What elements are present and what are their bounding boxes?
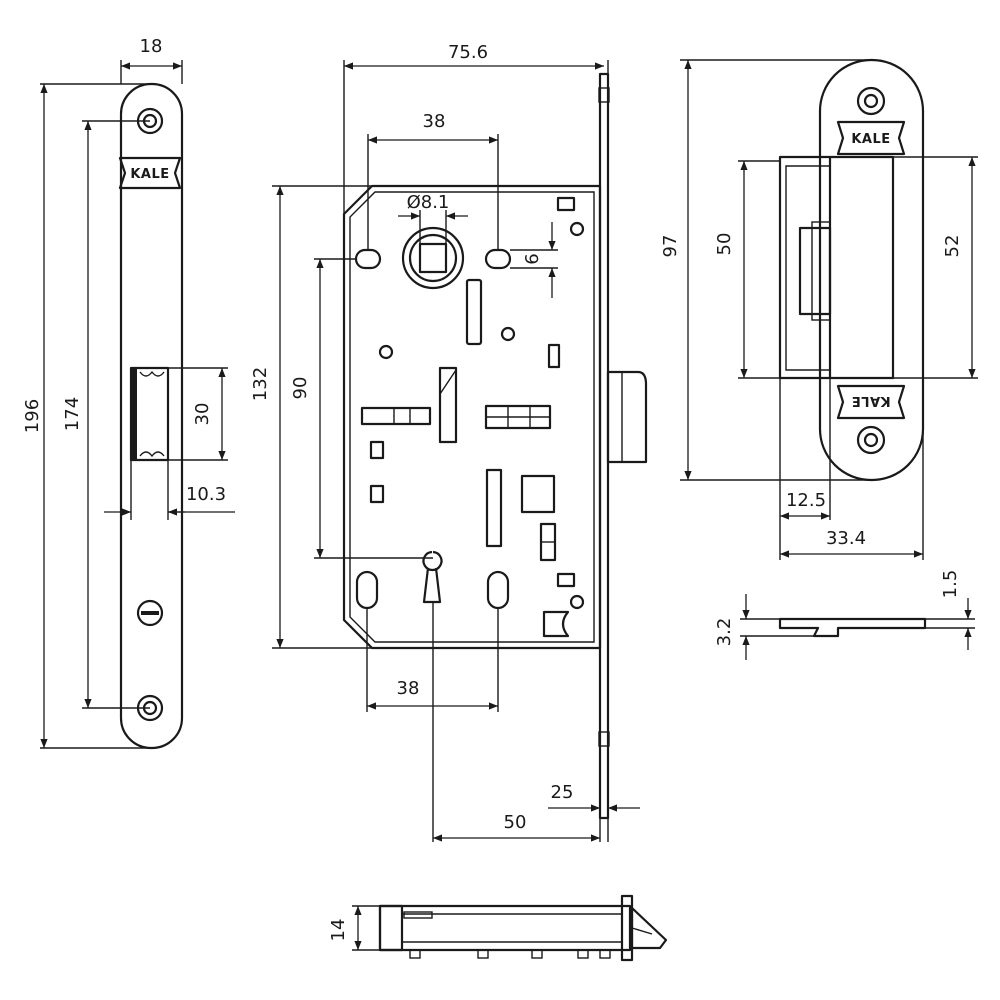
strike-screw-countersink-top: [863, 93, 879, 109]
mounting-hole-bottom-left: [355, 570, 379, 610]
case-detail: [542, 610, 570, 638]
faceplate-logo: KALE: [118, 156, 182, 190]
strike-opening: [828, 155, 895, 380]
dim-case-width: 75.6: [448, 42, 488, 63]
case-rivet: [569, 221, 585, 237]
spindle-hub-outer: [401, 226, 465, 290]
strike-screw-hole-bottom: [856, 425, 886, 455]
strike-plate-outline: [818, 58, 925, 482]
dim-faceplate-width: 18: [140, 36, 163, 57]
mounting-hole-top-left: [354, 248, 382, 270]
lock-faceplate-strip: [598, 72, 610, 820]
dim-strike-opening: 52: [942, 235, 963, 258]
case-detail: [369, 484, 385, 504]
faceplate-logo-text: KALE: [130, 167, 169, 182]
mounting-hole-bottom-right: [486, 570, 510, 610]
dim-spindle-diameter: Ø8.1: [407, 192, 450, 213]
faceplate-view: KALE 18 196 174 30: [22, 36, 235, 750]
spindle-hub-inner: [408, 233, 458, 283]
dim-spindle-offset: 6: [522, 253, 543, 264]
case-detail: [556, 196, 576, 212]
faceplate-outline: [119, 82, 184, 750]
dim-latch-opening: 30: [192, 403, 213, 426]
dim-case-height: 132: [250, 367, 271, 401]
dim-lock-depth: 14: [328, 919, 349, 942]
strike-tongue: [798, 226, 832, 316]
strike-plate-view: KALE KALE 97 50 52 12.5: [660, 58, 978, 560]
strike-logo-bottom: KALE: [836, 384, 906, 420]
faceplate-screw-slotted: [136, 599, 164, 627]
dim-strike-thickness: 1.5: [940, 570, 961, 599]
latch-mechanism: [484, 404, 552, 430]
lock-block: [520, 474, 556, 514]
dim-strike-height: 97: [660, 235, 681, 258]
dim-strike-total-thickness: 3.2: [714, 618, 735, 647]
strike-lip: [778, 155, 830, 380]
faceplate-latch-opening: [129, 366, 170, 462]
dim-faceplate-height: 196: [22, 399, 43, 433]
strike-logo-text-top: KALE: [851, 132, 890, 147]
mounting-hole-top-right: [484, 248, 512, 270]
case-detail: [369, 440, 385, 460]
mechanism-bar: [438, 366, 458, 444]
latch-bolt: [606, 370, 648, 464]
dim-spindle-spacing-top: 38: [423, 111, 446, 132]
strike-logo-top: KALE: [836, 120, 906, 156]
case-detail: [547, 343, 561, 369]
dim-centre-distance: 90: [290, 377, 311, 400]
lock-case-view: 75.6 38 Ø8.1 6 132 90 38: [250, 42, 648, 842]
lock-side-latch: [630, 906, 668, 950]
strike-side-view: 3.2 1.5: [714, 570, 975, 660]
strike-screw-countersink-bottom: [863, 432, 879, 448]
dim-key-spacing-bottom: 38: [397, 678, 420, 699]
lock-side-end: [378, 904, 404, 952]
screw-slot: [141, 611, 159, 615]
case-detail: [556, 572, 576, 588]
dim-faceplate-offset: 25: [551, 782, 574, 803]
dim-latch-offset: 10.3: [186, 484, 226, 505]
spindle-square: [418, 242, 448, 274]
case-rivet: [378, 344, 394, 360]
lock-side-view: 14: [328, 894, 668, 962]
case-rivet: [500, 326, 516, 342]
case-rivet: [569, 594, 585, 610]
strike-screw-hole-top: [856, 86, 886, 116]
mechanism-arm: [360, 406, 432, 426]
strike-side-profile: [778, 617, 927, 638]
dim-strike-lip: 12.5: [786, 490, 826, 511]
dim-strike-width: 33.4: [826, 528, 866, 549]
lever-slot-lower: [485, 468, 503, 548]
dim-strike-inner: 50: [714, 233, 735, 256]
lock-case-body: [342, 184, 602, 650]
dim-faceplate-hole-spacing: 174: [62, 397, 83, 431]
lever-slot: [465, 278, 483, 346]
keyhole: [422, 550, 443, 604]
strike-logo-text-bottom: KALE: [851, 393, 890, 408]
dim-backset: 50: [504, 812, 527, 833]
